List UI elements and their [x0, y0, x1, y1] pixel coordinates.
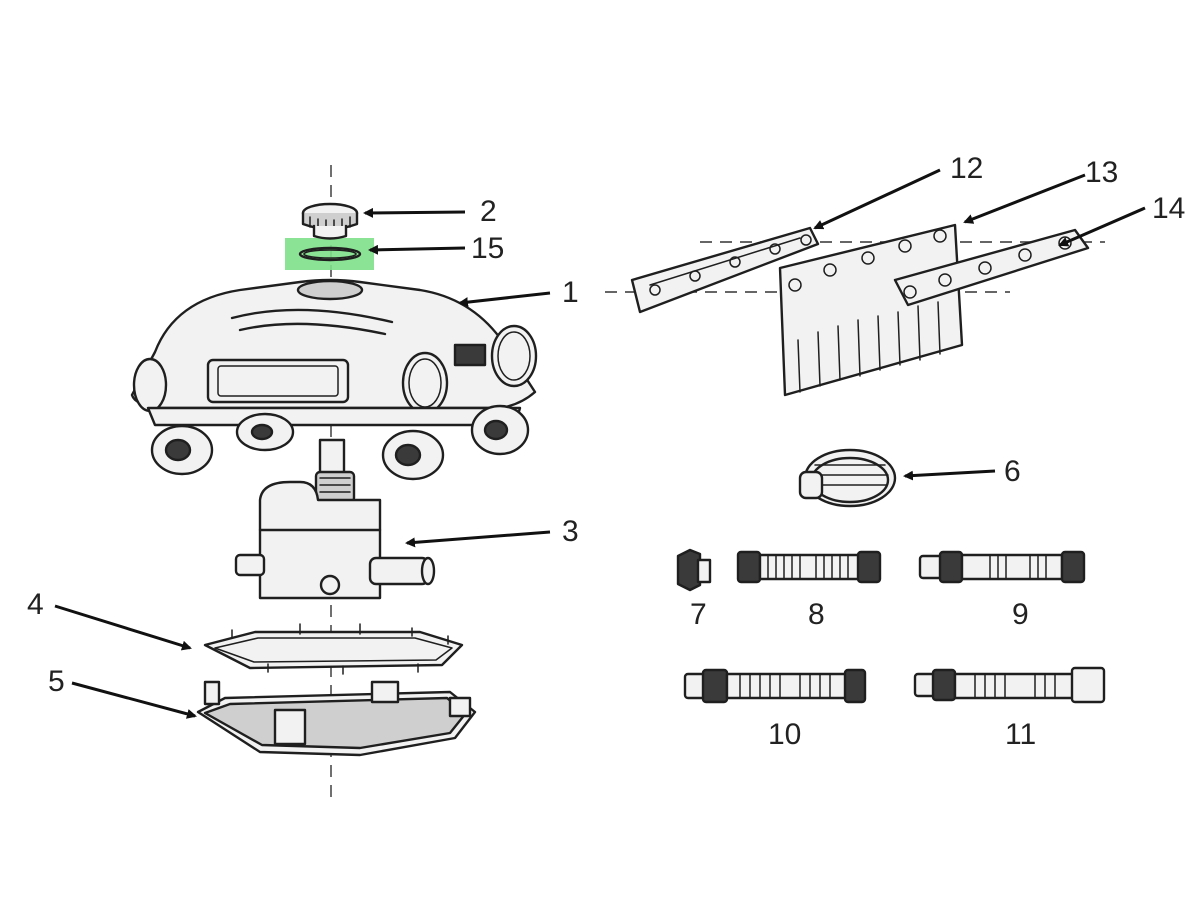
leader-arrow-3 — [405, 530, 551, 548]
leader-arrow-5 — [71, 681, 197, 719]
leader-arrow-4 — [54, 604, 192, 651]
part-label-10: 10 — [768, 718, 801, 751]
wheel-front-right — [381, 429, 445, 481]
part-label-12: 12 — [950, 152, 983, 185]
part-12-rail[interactable] — [630, 226, 820, 314]
part-label-2: 2 — [480, 195, 497, 228]
part-label-14: 14 — [1152, 192, 1185, 225]
part-4-frame[interactable] — [203, 623, 464, 675]
leader-arrow-15 — [368, 244, 466, 255]
wheel-rear-left — [235, 412, 295, 452]
part-9-hose[interactable] — [918, 550, 1086, 584]
part-label-3: 3 — [562, 515, 579, 548]
part-label-8: 8 — [808, 598, 825, 631]
leader-arrows — [54, 168, 1146, 719]
wheel-rear-right — [470, 404, 530, 456]
part-2-cap[interactable] — [301, 202, 359, 240]
part-label-15: 15 — [471, 232, 504, 265]
part-11-hose[interactable] — [913, 666, 1106, 704]
part-label-1: 1 — [562, 276, 579, 309]
part-15-o-ring[interactable] — [285, 238, 374, 270]
part-3-pump[interactable] — [234, 438, 436, 600]
part-5-base-tray[interactable] — [196, 680, 477, 757]
part-1-main-body[interactable] — [130, 278, 538, 481]
part-8-hose[interactable] — [736, 550, 882, 584]
part-label-6: 6 — [1004, 455, 1021, 488]
leader-arrow-1 — [458, 291, 551, 308]
part-label-13: 13 — [1085, 156, 1118, 189]
leader-arrow-13 — [963, 173, 1086, 224]
wheel-front-left — [150, 424, 214, 476]
leader-arrow-12 — [813, 168, 941, 230]
part-labels: 1 2 3 4 5 6 7 8 9 10 11 12 13 14 15 — [27, 152, 1185, 751]
leader-arrow-6 — [903, 469, 996, 481]
part-6-hose-clamp[interactable] — [798, 448, 897, 508]
part-7-fitting-cap[interactable] — [676, 548, 712, 592]
part-14-hinge[interactable] — [893, 228, 1090, 307]
part-label-4: 4 — [27, 588, 44, 621]
part-13-skirt[interactable] — [778, 223, 964, 397]
part-label-9: 9 — [1012, 598, 1029, 631]
part-10-hose[interactable] — [683, 668, 867, 704]
part-label-5: 5 — [48, 665, 65, 698]
part-label-11: 11 — [1005, 718, 1036, 751]
part-label-7: 7 — [690, 598, 707, 631]
leader-arrow-14 — [1058, 206, 1146, 247]
leader-arrow-2 — [363, 207, 466, 218]
